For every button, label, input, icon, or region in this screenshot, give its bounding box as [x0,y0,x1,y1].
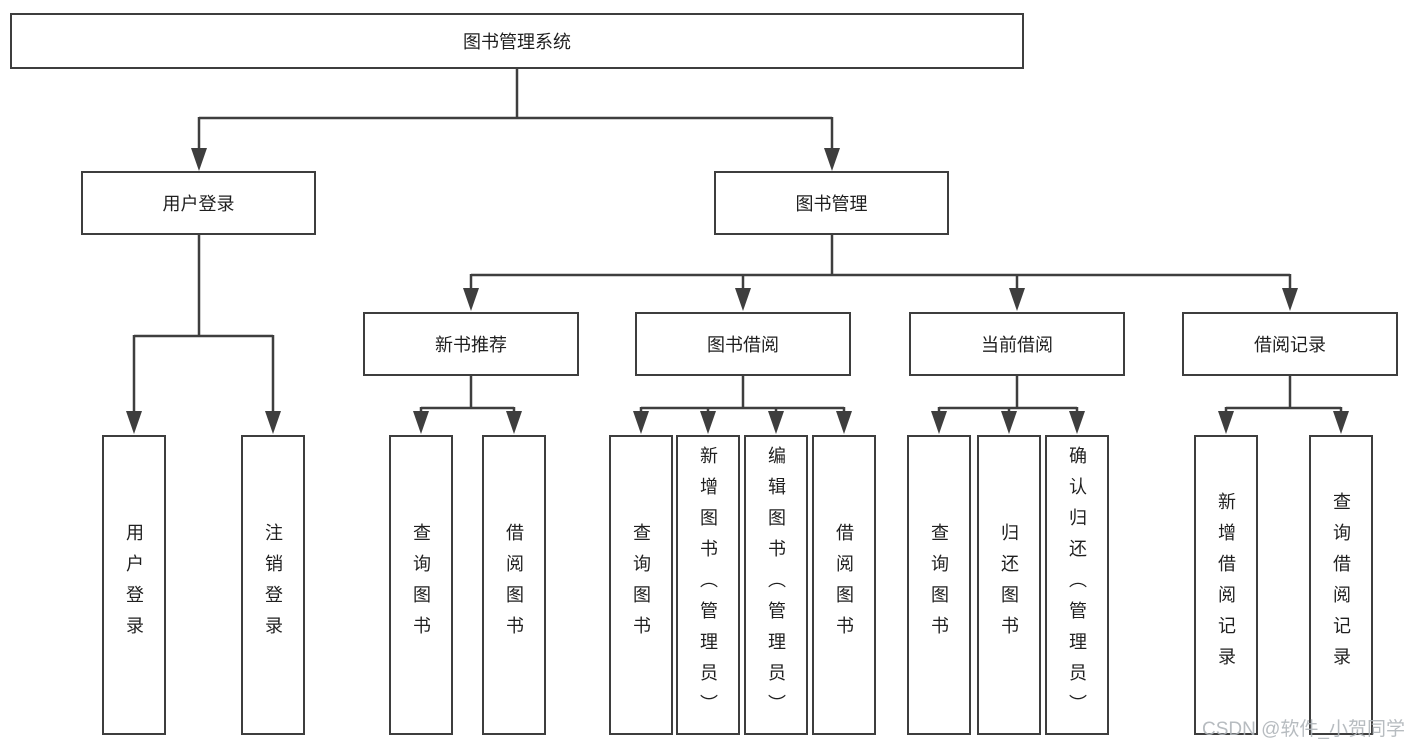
node-return-books: 归还图书 [977,435,1041,735]
node-user-login: 用户登录 [81,171,316,235]
node-borrowing-records: 借阅记录 [1182,312,1398,376]
node-book-management: 图书管理 [714,171,949,235]
node-label: 借阅记录 [1254,335,1326,355]
node-label: 借阅图书 [834,523,854,647]
node-user-login-leaf: 用户登录 [102,435,166,735]
node-label: 新增图书（管理员） [698,445,718,725]
node-label: 图书管理 [795,194,868,214]
node-borrow-books-leaf: 借阅图书 [812,435,876,735]
arrowheads [126,148,1349,434]
node-borrow-books-recommend: 借阅图书 [482,435,546,735]
node-label: 归还图书 [999,523,1019,647]
node-label: 图书借阅 [707,335,779,355]
node-label: 图书管理系统 [463,32,571,52]
node-label: 用户登录 [162,194,235,214]
node-label: 查询图书 [411,523,431,647]
csdn-watermark: CSDN @软件_小贺同学 [1202,719,1405,740]
node-query-books-recommend: 查询图书 [389,435,453,735]
node-current-borrowing: 当前借阅 [909,312,1125,376]
node-book-borrowing: 图书借阅 [635,312,851,376]
node-confirm-return-admin: 确认归还（管理员） [1045,435,1109,735]
node-label: 查询借阅记录 [1331,492,1351,678]
node-label: 当前借阅 [981,335,1053,355]
node-label: 新书推荐 [435,335,507,355]
node-add-borrow-record: 新增借阅记录 [1194,435,1258,735]
node-label: 借阅图书 [504,523,524,647]
node-query-books-current: 查询图书 [907,435,971,735]
node-label: 确认归还（管理员） [1067,445,1087,725]
node-label: 查询图书 [631,523,651,647]
node-library-management-system: 图书管理系统 [10,13,1024,69]
node-label: 用户登录 [124,523,144,647]
node-label: 查询图书 [929,523,949,647]
node-label: 注销登录 [263,523,283,647]
node-query-borrow-record: 查询借阅记录 [1309,435,1373,735]
node-edit-books-admin: 编辑图书（管理员） [744,435,808,735]
node-label: 编辑图书（管理员） [766,445,786,725]
node-query-books-borrowing: 查询图书 [609,435,673,735]
node-label: 新增借阅记录 [1216,492,1236,678]
node-add-books-admin: 新增图书（管理员） [676,435,740,735]
node-new-book-recommendation: 新书推荐 [363,312,579,376]
node-logout-leaf: 注销登录 [241,435,305,735]
